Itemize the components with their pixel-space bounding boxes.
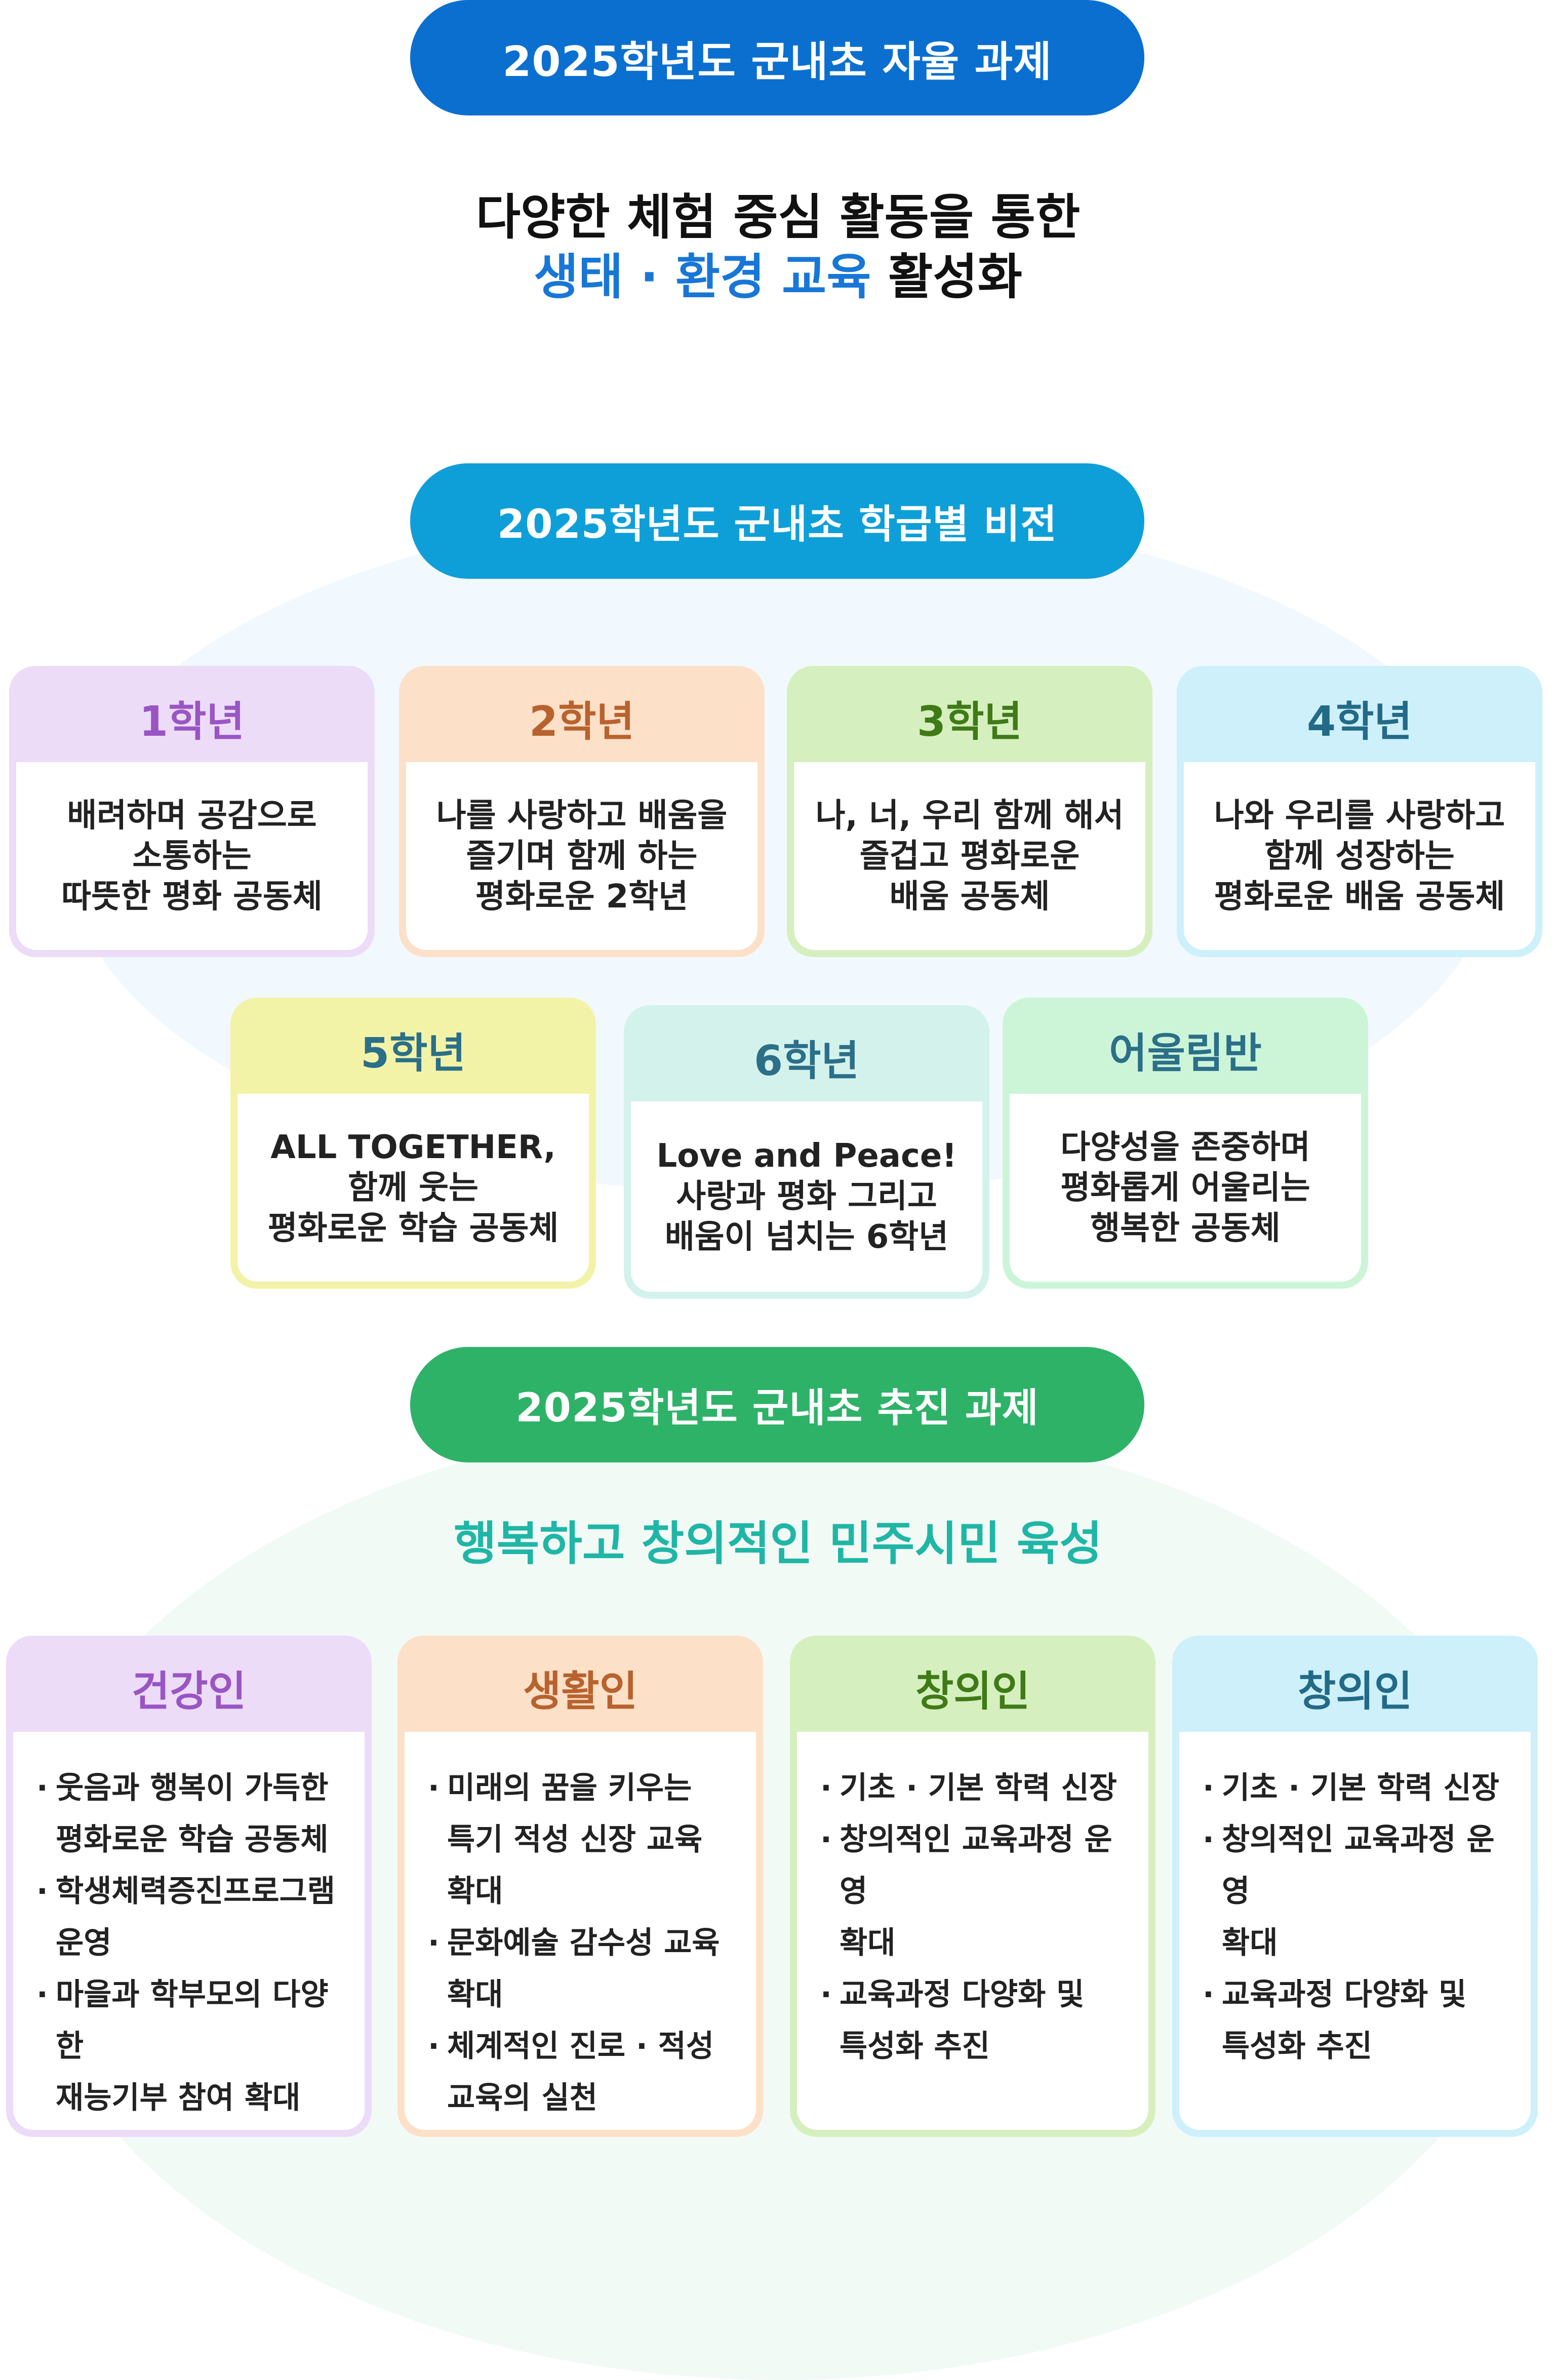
class-card-label: 4학년 bbox=[1307, 697, 1412, 746]
goal-slogan: 행복하고 창의적인 민주시민 육성 bbox=[453, 1517, 1103, 1571]
class-card-label: 1학년 bbox=[139, 697, 245, 746]
class-card-5: 5학년 ALL TOGETHER, 함께 웃는 평화로운 학습 공동체 bbox=[230, 998, 596, 1289]
theme-line-1: 다양한 체험 중심 활동을 통한 bbox=[475, 189, 1081, 246]
pillar-label: 생활인 bbox=[523, 1667, 638, 1716]
class-card-label: 5학년 bbox=[361, 1029, 466, 1078]
vision-line: 평화로운 2학년 bbox=[475, 878, 689, 916]
vision-line: 행복한 공동체 bbox=[1090, 1209, 1281, 1247]
pillar-item: 기초 · 기본 학력 신장 bbox=[817, 1762, 1128, 1814]
vision-line: 따뜻한 평화 공동체 bbox=[61, 878, 323, 916]
pillar-item: 기초 · 기본 학력 신장 bbox=[1200, 1762, 1510, 1814]
vision-line: 평화로운 학습 공동체 bbox=[267, 1209, 559, 1247]
vision-line: 나, 너, 우리 함께 해서 bbox=[815, 797, 1124, 835]
theme-highlight: 생태 · 환경 교육 bbox=[533, 249, 871, 305]
vision-line: 나와 우리를 사랑하고 bbox=[1214, 797, 1505, 835]
pillar-label: 창의인 bbox=[1297, 1667, 1413, 1716]
pillar-label: 건강인 bbox=[131, 1667, 247, 1716]
vision-line: 함께 웃는 bbox=[348, 1169, 478, 1207]
class-card-vision: 다양성을 존중하며 평화롭게 어울리는 행복한 공동체 bbox=[1010, 1094, 1361, 1282]
vision-line: 사랑과 평화 그리고 bbox=[676, 1178, 937, 1215]
promotion-task-title: 2025학년도 군내초 추진 과제 bbox=[515, 1385, 1039, 1431]
class-card-label: 어울림반 bbox=[1109, 1029, 1262, 1078]
class-card-vision: 배려하며 공감으로 소통하는 따뜻한 평화 공동체 bbox=[16, 762, 368, 950]
class-card-vision: ALL TOGETHER, 함께 웃는 평화로운 학습 공동체 bbox=[237, 1094, 589, 1282]
vision-line: 평화로운 배움 공동체 bbox=[1214, 878, 1505, 916]
class-vision-title: 2025학년도 군내초 학급별 비전 bbox=[497, 502, 1057, 547]
vision-line: 배움이 넘치는 6학년 bbox=[664, 1218, 949, 1256]
class-card-label: 6학년 bbox=[754, 1037, 859, 1085]
vision-line: ALL TOGETHER, bbox=[270, 1128, 556, 1166]
class-card-label: 2학년 bbox=[529, 697, 634, 746]
class-card-2: 2학년 나를 사랑하고 배움을 즐기며 함께 하는 평화로운 2학년 bbox=[399, 666, 765, 957]
theme-line-2: 생태 · 환경 교육 활성화 bbox=[0, 247, 1556, 307]
vision-line: 함께 성장하는 bbox=[1264, 837, 1455, 875]
vision-line: Love and Peace! bbox=[656, 1137, 957, 1175]
class-card-vision: 나를 사랑하고 배움을 즐기며 함께 하는 평화로운 2학년 bbox=[406, 762, 757, 950]
class-card-vision: 나, 너, 우리 함께 해서 즐겁고 평화로운 배움 공동체 bbox=[794, 762, 1145, 950]
vision-line: 배움 공동체 bbox=[889, 878, 1050, 916]
pillar-label: 창의인 bbox=[915, 1667, 1030, 1716]
vision-line: 즐겁고 평화로운 bbox=[859, 837, 1080, 875]
class-vision-banner: 2025학년도 군내초 학급별 비전 bbox=[410, 463, 1144, 579]
theme-line-2-rest: 활성화 bbox=[871, 249, 1023, 305]
class-card-6: 6학년 Love and Peace! 사랑과 평화 그리고 배움이 넘치는 6… bbox=[624, 1005, 989, 1299]
vision-line: 즐기며 함께 하는 bbox=[466, 837, 698, 875]
vision-line: 다양성을 존중하며 bbox=[1060, 1128, 1310, 1166]
class-card-3: 3학년 나, 너, 우리 함께 해서 즐겁고 평화로운 배움 공동체 bbox=[787, 666, 1152, 957]
theme-slogan: 다양한 체험 중심 활동을 통한 생태 · 환경 교육 활성화 bbox=[0, 187, 1556, 307]
autonomous-task-banner: 2025학년도 군내초 자율 과제 bbox=[410, 0, 1144, 115]
class-card-vision: 나와 우리를 사랑하고 함께 성장하는 평화로운 배움 공동체 bbox=[1184, 762, 1535, 950]
promotion-task-banner: 2025학년도 군내초 추진 과제 bbox=[410, 1347, 1144, 1462]
class-card-special: 어울림반 다양성을 존중하며 평화롭게 어울리는 행복한 공동체 bbox=[1003, 998, 1368, 1289]
class-card-label: 3학년 bbox=[917, 697, 1022, 746]
vision-line: 나를 사랑하고 배움을 bbox=[436, 797, 728, 835]
vision-line: 소통하는 bbox=[132, 837, 252, 875]
class-card-1: 1학년 배려하며 공감으로 소통하는 따뜻한 평화 공동체 bbox=[9, 666, 375, 957]
class-card-4: 4학년 나와 우리를 사랑하고 함께 성장하는 평화로운 배움 공동체 bbox=[1177, 666, 1542, 957]
vision-line: 배려하며 공감으로 bbox=[67, 797, 317, 835]
class-card-vision: Love and Peace! 사랑과 평화 그리고 배움이 넘치는 6학년 bbox=[631, 1101, 982, 1292]
vision-line: 평화롭게 어울리는 bbox=[1060, 1169, 1310, 1207]
autonomous-task-title: 2025학년도 군내초 자율 과제 bbox=[502, 37, 1052, 86]
